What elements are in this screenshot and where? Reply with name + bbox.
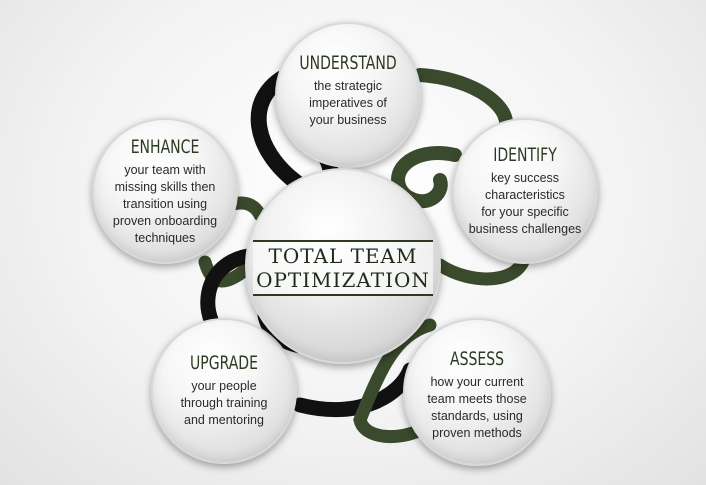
node-identify-desc-2: characteristics — [485, 188, 565, 202]
node-understand-desc-3: your business — [309, 113, 387, 127]
node-identify-desc-4: business challenges — [468, 222, 582, 236]
center-title-line-1: TOTAL TEAM — [268, 244, 418, 268]
node-enhance-desc-3: transition using — [122, 197, 208, 211]
node-upgrade: UPGRADE your people through training and… — [151, 318, 297, 464]
node-identify-title: IDENTIFY — [493, 144, 557, 166]
node-enhance: ENHANCE your team with missing skills th… — [92, 118, 238, 264]
center-label-band: TOTAL TEAM OPTIMIZATION — [253, 240, 433, 296]
center-node: TOTAL TEAM OPTIMIZATION — [245, 168, 441, 364]
node-assess: ASSESS how your current team meets those… — [403, 318, 551, 466]
node-enhance-desc-4: proven onboarding — [112, 214, 218, 228]
center-title-line-2: OPTIMIZATION — [256, 268, 430, 292]
node-identify: IDENTIFY key success characteristics for… — [452, 118, 598, 264]
node-enhance-desc-2: missing skills then — [114, 180, 216, 194]
node-assess-desc-2: team meets those — [427, 392, 527, 406]
node-assess-desc-4: proven methods — [432, 426, 522, 440]
node-understand-desc-1: the strategic — [313, 79, 383, 93]
node-assess-title: ASSESS — [449, 348, 505, 370]
node-understand-desc-2: imperatives of — [309, 96, 387, 110]
node-understand-title: UNDERSTAND — [299, 52, 397, 74]
node-enhance-desc-5: techniques — [134, 231, 196, 245]
node-enhance-title: ENHANCE — [130, 136, 200, 158]
node-understand: UNDERSTAND the strategic imperatives of … — [275, 22, 421, 168]
node-assess-desc-1: how your current — [430, 375, 524, 389]
node-upgrade-desc-1: your people — [191, 379, 257, 393]
node-identify-desc-3: for your specific — [481, 205, 569, 219]
node-upgrade-title: UPGRADE — [190, 352, 258, 374]
node-assess-desc-3: standards, using — [431, 409, 523, 423]
node-upgrade-desc-3: and mentoring — [184, 413, 264, 427]
node-enhance-desc-1: your team with — [124, 163, 206, 177]
node-upgrade-desc-2: through training — [180, 396, 268, 410]
node-identify-desc-1: key success — [490, 171, 560, 185]
